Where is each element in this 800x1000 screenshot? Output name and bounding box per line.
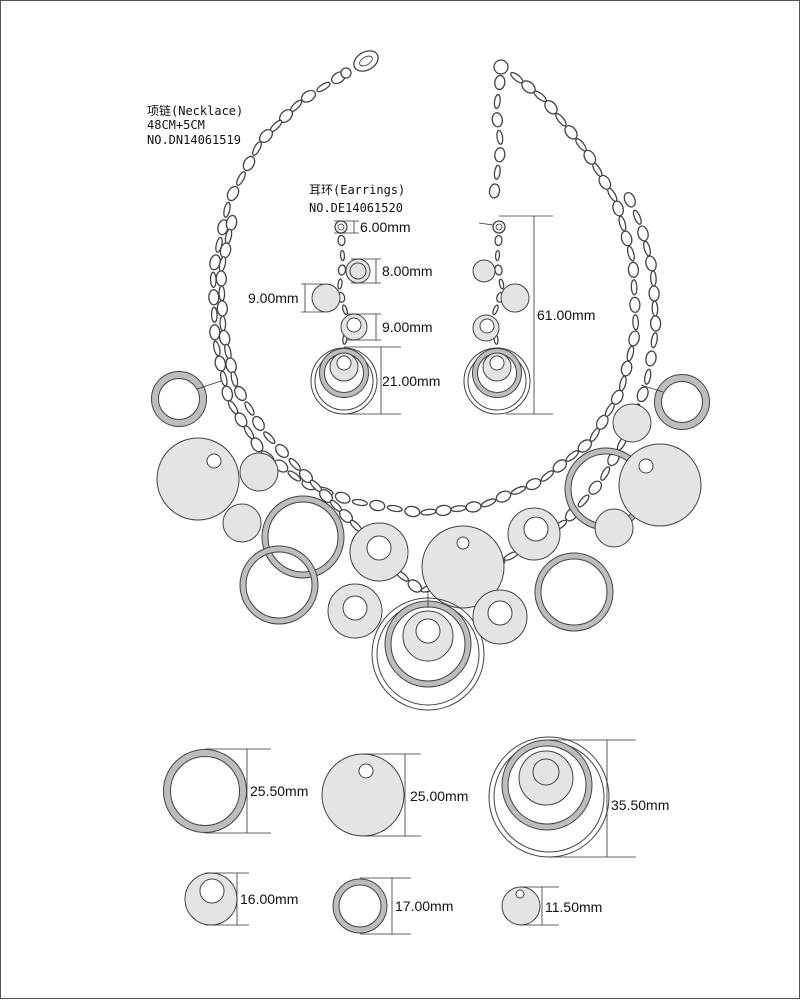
component-disc-small xyxy=(501,886,559,926)
dim-ring-large: 25.50mm xyxy=(250,783,309,799)
dim-disc-small: 11.50mm xyxy=(545,899,603,915)
necklace-title: 项链(Necklace) xyxy=(147,104,244,118)
necklace-number: NO.DN14061519 xyxy=(147,133,241,147)
earring-left xyxy=(310,220,378,415)
necklace-pendants xyxy=(151,371,710,711)
dim-disc-medium: 16.00mm xyxy=(240,891,299,907)
extension-chain xyxy=(488,74,506,199)
dim-ring-cluster: 35.50mm xyxy=(611,797,670,813)
dim-side-disc: 9.00mm xyxy=(248,290,299,306)
component-disc-large xyxy=(321,753,421,837)
component-ring-large xyxy=(163,748,271,834)
dim-total-length: 61.00mm xyxy=(537,307,596,323)
dim-stud: 6.00mm xyxy=(360,219,411,235)
earrings-title: 耳环(Earrings) xyxy=(309,183,406,197)
earring-right xyxy=(463,220,531,415)
earrings-number: NO.DE14061520 xyxy=(309,201,403,215)
extension-end-ring-icon xyxy=(493,59,509,75)
earring-dimension-lines xyxy=(301,215,553,415)
component-ring-cluster xyxy=(488,736,636,858)
dim-lower-disc: 9.00mm xyxy=(382,319,433,335)
dim-rings: 21.00mm xyxy=(382,373,441,389)
dim-upper-disc: 8.00mm xyxy=(382,263,433,279)
dim-ring-small: 17.00mm xyxy=(395,898,454,914)
component-disc-medium xyxy=(184,872,249,926)
lobster-clasp-icon xyxy=(340,50,379,79)
component-ring-small xyxy=(332,877,411,935)
necklace-outer-chain xyxy=(208,71,641,518)
dim-disc-large: 25.00mm xyxy=(410,788,469,804)
necklace-length: 48CM+5CM xyxy=(147,118,205,132)
